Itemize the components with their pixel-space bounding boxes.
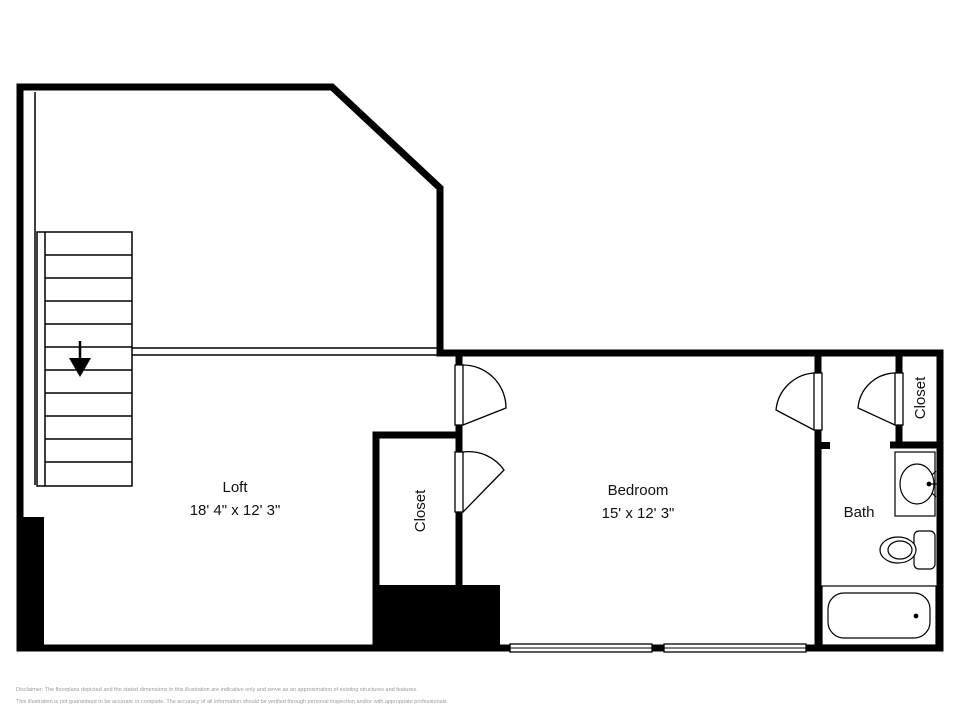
vanity [894, 451, 937, 517]
bath-door [775, 372, 823, 431]
bath-closet-door [857, 372, 904, 426]
railing [132, 347, 440, 356]
wall-block-left [20, 517, 44, 648]
wall-stub [818, 442, 830, 449]
bedroom-label: Bedroom [608, 482, 669, 499]
loft-closet-label: Closet [412, 489, 429, 532]
bath-closet-walls [890, 353, 940, 449]
disclaimer-line-1: Disclaimer: The floorplans depicted and … [16, 687, 418, 693]
loft-closet-door [454, 450, 505, 513]
outer-wall-outline [16, 83, 944, 652]
bath-label: Bath [844, 504, 875, 521]
bath-closet-label: Closet [912, 376, 929, 419]
loft-label: Loft [222, 479, 248, 496]
bedroom-dimensions: 15' x 12' 3" [602, 505, 675, 522]
arrow-down-icon [69, 341, 91, 377]
loft-closet-walls [372, 431, 460, 648]
disclaimer-line-2: This illustration is not guaranteed to b… [16, 699, 449, 705]
loft-closet-base-block [376, 585, 500, 648]
exterior-walls [16, 83, 944, 652]
staircase [36, 231, 133, 487]
bathtub [821, 585, 937, 646]
bedroom-windows [509, 643, 807, 653]
loft-dimensions: 18' 4" x 12' 3" [190, 502, 281, 519]
toilet [879, 530, 936, 570]
bedroom-door [454, 364, 507, 426]
